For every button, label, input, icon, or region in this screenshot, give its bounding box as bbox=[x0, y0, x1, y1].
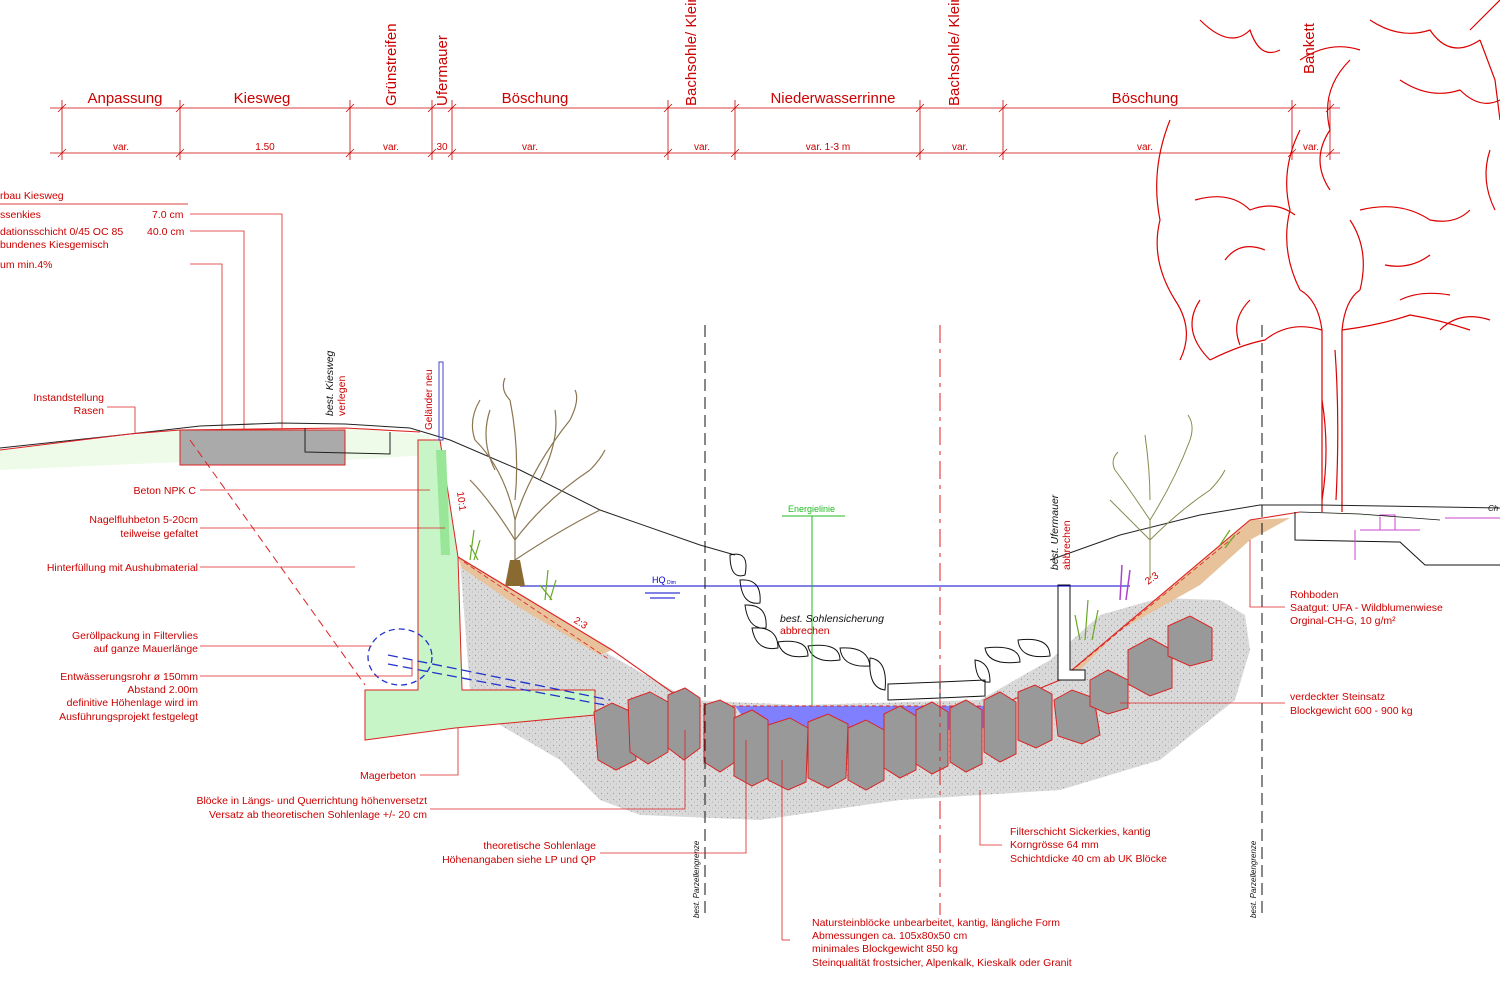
header-bankett: Bankett bbox=[1301, 22, 1318, 74]
spec-layer-1: ssenkies bbox=[0, 209, 41, 221]
drain-pipe-top bbox=[387, 654, 611, 701]
energy-label: Energielinie bbox=[788, 504, 835, 514]
note-rohboden-1: Rohboden bbox=[1290, 589, 1339, 601]
note-rohr-4: Ausführungsprojekt festgelegt bbox=[59, 711, 198, 723]
excavation-line bbox=[189, 439, 366, 686]
note-bloecke-2: Versatz ab theoretischen Sohlenlage +/- … bbox=[209, 809, 427, 821]
spec-layer-2: dationsschicht 0/45 OC 85 bbox=[0, 226, 123, 238]
note-steinsatz-2: Blockgewicht 600 - 900 kg bbox=[1290, 705, 1413, 717]
note-steinsatz-1: verdeckter Steinsatz bbox=[1290, 691, 1385, 703]
soil-slope-right bbox=[1060, 518, 1290, 680]
header-ufermauer: Ufermauer bbox=[434, 35, 451, 106]
header-bachsohle-right: Bachsohle/ Kleintierweg bbox=[946, 0, 963, 106]
hq-sub-label: Dim bbox=[667, 580, 676, 586]
svg-text:verlegen: verlegen bbox=[336, 376, 348, 416]
dim-bachsohle-right: var. bbox=[952, 142, 968, 153]
note-magerbeton: Magerbeton bbox=[360, 770, 416, 782]
note-bloecke-1: Blöcke in Längs- und Querrichtung höhenv… bbox=[196, 795, 427, 807]
dim-boeschung-right: var. bbox=[1137, 142, 1153, 153]
parcel-left-label: best. Parzellengrenze bbox=[692, 840, 701, 918]
ufermauer-existing-label: best. Ufermauer abbrechen bbox=[1049, 494, 1073, 570]
note-instandstellung-2: Rasen bbox=[74, 405, 105, 417]
right-existing-structure bbox=[1294, 512, 1500, 566]
header-boeschung-right: Böschung bbox=[1112, 90, 1179, 107]
note-natursteine-3: minimales Blockgewicht 850 kg bbox=[812, 943, 958, 955]
svg-text:abbrechen: abbrechen bbox=[780, 625, 830, 637]
dim-kiesweg: 1.50 bbox=[255, 142, 275, 153]
tree-drawing bbox=[1156, 0, 1500, 512]
dim-bankett: var. bbox=[1303, 142, 1319, 153]
note-beton: Beton NPK C bbox=[134, 485, 197, 497]
dim-ufermauer: 30 bbox=[436, 142, 448, 153]
dimension-header: Anpassung Kiesweg Grünstreifen Ufermauer… bbox=[50, 0, 1340, 160]
note-natursteine-4: Steinqualität frostsicher, Alpenkalk, Ki… bbox=[812, 957, 1072, 969]
parcel-right-label: best. Parzellengrenze bbox=[1249, 840, 1258, 918]
existing-kiesweg-outline bbox=[304, 428, 391, 455]
kiesweg-body bbox=[179, 429, 346, 466]
header-anpassung: Anpassung bbox=[87, 90, 162, 107]
edge-cut-label: Ch bbox=[1488, 504, 1499, 513]
spec-title: rbau Kiesweg bbox=[0, 190, 64, 202]
spec-layer-3: bundenes Kiesgemisch bbox=[0, 239, 109, 251]
svg-text:best. Kiesweg: best. Kiesweg bbox=[324, 350, 336, 416]
sohlensicherung-label: best. Sohlensicherung abbrechen bbox=[780, 613, 884, 637]
svg-text:best. Ufermauer: best. Ufermauer bbox=[1049, 494, 1061, 570]
spec-layer-4: um min.4% bbox=[0, 259, 53, 271]
dim-anpassung: var. bbox=[113, 142, 129, 153]
dim-boeschung-left: var. bbox=[522, 142, 538, 153]
dim-gruenstreifen: var. bbox=[383, 142, 399, 153]
slope-right-label: 2:3 bbox=[1143, 570, 1161, 587]
note-rohboden-3: Orginal-CH-G, 10 g/m² bbox=[1290, 615, 1396, 627]
note-sohlenlage-1: theoretische Sohlenlage bbox=[483, 840, 596, 852]
note-filter-1: Filterschicht Sickerkies, kantig bbox=[1010, 826, 1151, 838]
drain-gravel-pack bbox=[367, 628, 433, 686]
shrub-right bbox=[1109, 414, 1226, 580]
slope-wall-label: 10:1 bbox=[454, 491, 468, 512]
nagelfluh-face bbox=[436, 450, 450, 555]
header-bachsohle-left: Bachsohle/ Kleintierweg bbox=[683, 0, 700, 106]
stone-blocks bbox=[593, 615, 1213, 791]
kiesweg-spec: rbau Kiesweg ssenkies 7.0 cm dationsschi… bbox=[0, 190, 283, 440]
note-filter-2: Korngrösse 64 mm bbox=[1010, 839, 1099, 851]
note-geroell-2: auf ganze Mauerlänge bbox=[94, 643, 199, 655]
note-rohr-2: Abstand 2.00m bbox=[127, 684, 198, 696]
soil-slope-left bbox=[458, 557, 612, 655]
hq-label: HQ bbox=[652, 575, 666, 585]
note-rohr-1: Entwässerungsrohr ø 150mm bbox=[60, 671, 198, 683]
note-sohlenlage-2: Höhenangaben siehe LP und QP bbox=[442, 854, 596, 866]
existing-terrain-right bbox=[1049, 504, 1500, 561]
drain-pipe-bottom bbox=[387, 663, 611, 707]
header-gruenstreifen: Grünstreifen bbox=[383, 23, 400, 106]
header-boeschung-left: Böschung bbox=[502, 90, 569, 107]
dim-bachsohle-left: var. bbox=[694, 142, 710, 153]
shrub-left bbox=[469, 377, 606, 585]
note-geroell-1: Geröllpackung in Filtervlies bbox=[72, 630, 198, 642]
note-rohboden-2: Saatgut: UFA - Wildblumenwiese bbox=[1290, 602, 1443, 614]
railing-label: Geländer neu bbox=[424, 369, 435, 430]
header-niederwasserrinne: Niederwasserrinne bbox=[770, 90, 895, 107]
railing bbox=[438, 361, 444, 441]
header-kiesweg: Kiesweg bbox=[234, 90, 291, 107]
existing-sohlensicherung bbox=[729, 553, 1051, 701]
note-nagelfluh-2: teilweise gefaltet bbox=[120, 528, 198, 540]
note-natursteine-1: Natursteinblöcke unbearbeitet, kantig, l… bbox=[812, 917, 1060, 929]
note-filter-3: Schichtdicke 40 cm ab UK Blöcke bbox=[1010, 853, 1167, 865]
note-nagelfluh-1: Nagelfluhbeton 5-20cm bbox=[89, 514, 198, 526]
note-hinterfuellung: Hinterfüllung mit Aushubmaterial bbox=[47, 562, 198, 574]
note-instandstellung-1: Instandstellung bbox=[33, 392, 104, 404]
note-rohr-3: definitive Höhenlage wird im bbox=[67, 697, 199, 709]
note-natursteine-2: Abmessungen ca. 105x80x50 cm bbox=[812, 930, 968, 942]
spec-layer-1-value: 7.0 cm bbox=[152, 209, 184, 221]
existing-terrain-left bbox=[0, 422, 736, 556]
svg-text:abbrechen: abbrechen bbox=[1061, 520, 1073, 570]
dim-niederwasserrinne: var. 1-3 m bbox=[806, 142, 850, 153]
kiesweg-existing-label: best. Kiesweg verlegen bbox=[324, 350, 348, 416]
spec-layer-2-value: 40.0 cm bbox=[147, 226, 185, 238]
existing-ufermauer bbox=[1057, 584, 1086, 681]
svg-text:best. Sohlensicherung: best. Sohlensicherung bbox=[780, 613, 884, 625]
